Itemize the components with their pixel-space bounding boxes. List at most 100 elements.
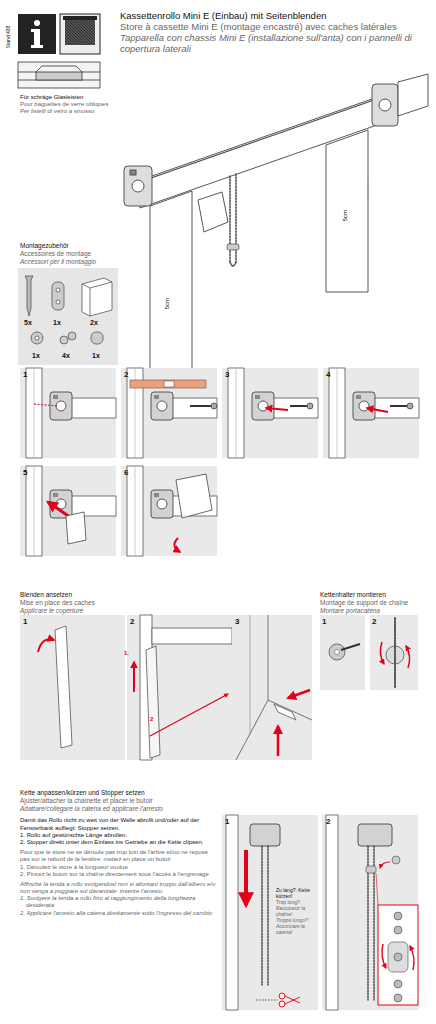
callout-label: 1 [23, 617, 27, 627]
cassette-blind [326, 130, 368, 292]
note-text: Blenden ansetzen [20, 591, 220, 599]
illustration [20, 368, 116, 458]
note-text: Trop long?: Raccourcir la chaîne! [276, 899, 318, 917]
note-text: Troppo lungo?: Accorciare la catena! [276, 917, 318, 935]
leader-line [376, 873, 378, 905]
note-text: Montagezubehör [20, 242, 140, 250]
step-panel [127, 615, 232, 760]
accessory-panel [90, 288, 91, 316]
callout-label: 2 [124, 370, 128, 380]
text-group: Kette anpassen/kürzen und Stopper setzen… [20, 789, 216, 917]
note-text: Pour que le store ne se déroule pas trop… [20, 849, 216, 863]
window-frame [326, 815, 338, 1010]
window-corner [236, 700, 268, 760]
text-group: Blenden ansetzenMise en place des caches… [20, 591, 220, 614]
spirit-level [130, 380, 206, 388]
window-corner [274, 704, 296, 720]
illustration [222, 368, 318, 458]
window-frame [226, 815, 238, 1010]
glazing-bead-icon [18, 62, 100, 88]
note-text: Montare portacatena [320, 607, 432, 615]
chain-detail [394, 926, 402, 934]
cassette-blind [132, 180, 144, 192]
spirit-level [164, 381, 174, 387]
cassette-blind [130, 170, 136, 175]
red-arrow [174, 538, 180, 552]
accessory-panel [91, 332, 103, 344]
accessory-panel [82, 278, 112, 316]
note-text: Per listelli di vetro a smusso [20, 108, 130, 115]
callout-label: 1x [92, 352, 100, 360]
scissors [285, 997, 300, 1004]
callout-label: 2 [372, 617, 376, 627]
cassette-blind [140, 98, 380, 208]
window-frame [152, 628, 232, 644]
screw [190, 403, 413, 409]
accessory-panel [82, 282, 112, 288]
illustration [121, 368, 217, 458]
illustration [121, 466, 217, 556]
callout-label: 5x [24, 319, 32, 327]
note-text: Kette anpassen/kürzen und Stopper setzen [20, 789, 216, 797]
cassette-blind [198, 192, 228, 232]
red-arrow [380, 642, 409, 668]
info-icon [18, 14, 56, 54]
note-text: Tapparella con chassis Mini E (installaz… [120, 33, 432, 55]
end-cap [66, 512, 86, 544]
red-arrow [410, 946, 414, 970]
accessory-panel [52, 282, 64, 310]
accessory-panel [25, 276, 33, 316]
gear-housing [250, 824, 280, 846]
red-arrow [244, 850, 248, 905]
cassette-blind [398, 74, 428, 116]
cover-piece [55, 626, 72, 748]
text-group: Kassettenrollo Mini E (Einbau) mit Seite… [120, 11, 432, 55]
chain-detail [394, 994, 402, 1002]
red-arrow [48, 408, 388, 552]
note-text: 1. Svolgere la tenda a rullo fino al rag… [20, 895, 216, 909]
callout-label: 1x [32, 352, 40, 360]
red-arrow [288, 690, 310, 698]
accessory-panel [18, 268, 118, 365]
info-icon [18, 14, 56, 54]
window-corner [236, 615, 312, 760]
blind-icon [63, 16, 97, 20]
red-arrow [278, 690, 310, 756]
callout-label: 2 [130, 617, 134, 627]
callout-label: 3 [225, 370, 229, 380]
window-frame [146, 646, 160, 758]
blind-icon [65, 19, 95, 45]
note-text: Für schräge Glasleisten [20, 94, 130, 101]
step-panel [222, 815, 318, 1010]
chain-holder [329, 644, 345, 660]
callout-label: 4 [326, 370, 330, 380]
accessory-panel [56, 288, 60, 292]
callout-label: 2 [150, 716, 153, 723]
chain [230, 262, 236, 266]
callout-label: 2x [90, 319, 98, 327]
callout-label: 6 [124, 468, 128, 478]
note-text: Damit das Rollo nicht zu weit von der We… [20, 817, 216, 831]
note-text: Mise en place des caches [20, 599, 220, 607]
text-group: Zu lang?: Kette kürzen!Trop long?: Racco… [276, 887, 318, 935]
note-text: Kettenhalter montieren [320, 591, 432, 599]
note-text: Affinché la tenda a rullo svolgendosi no… [20, 881, 216, 895]
callout-label: 5cm [164, 298, 171, 309]
scissors [279, 993, 300, 1007]
cut-line [256, 1000, 278, 1001]
callout-label: 5cm [342, 210, 349, 221]
callout-label: 1 [23, 370, 27, 380]
illustration [20, 466, 116, 556]
scissors [279, 1001, 285, 1007]
note-text: Accessoires de montage [20, 250, 140, 258]
stopper [392, 856, 400, 864]
glazing-bead-icon [36, 72, 82, 80]
text-group: Kettenhalter montierenMontage de support… [320, 591, 432, 614]
red-arrow [266, 408, 288, 410]
red-arrow [380, 642, 384, 664]
blind-icon [60, 14, 100, 54]
callout-label: 1. [124, 650, 129, 657]
screw [211, 403, 217, 409]
info-icon [34, 20, 40, 26]
callout-label: 1 [225, 817, 229, 827]
